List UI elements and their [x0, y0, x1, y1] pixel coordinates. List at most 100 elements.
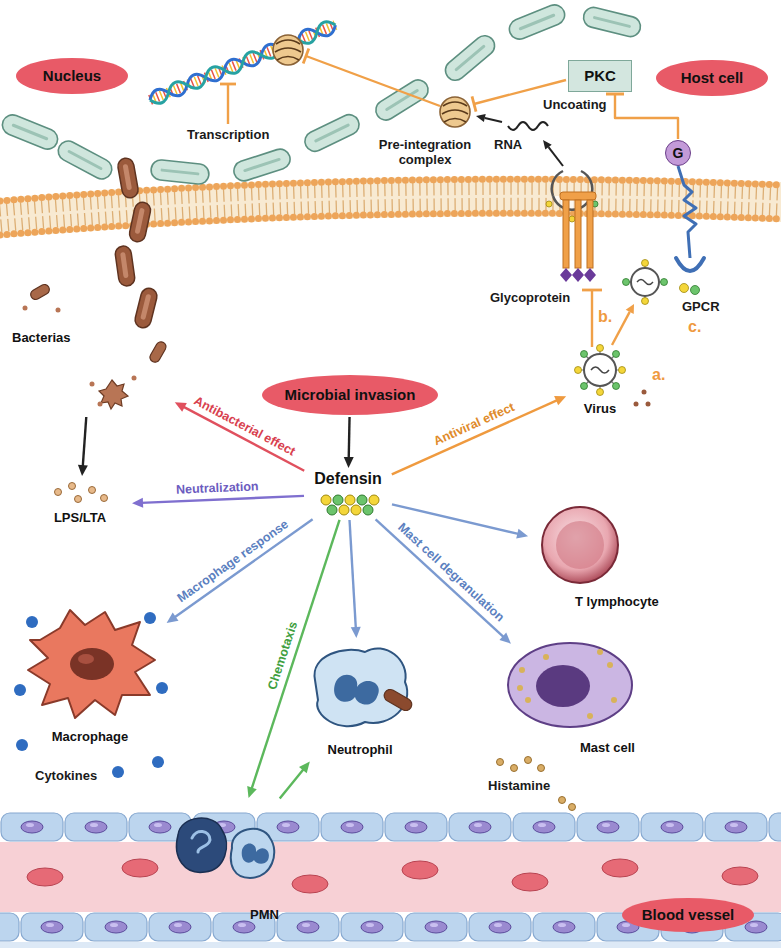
- connector: [350, 520, 361, 638]
- bacteria-figure: [23, 306, 28, 311]
- bacteria-figure: [117, 157, 140, 199]
- macrophage-icon: [28, 610, 155, 718]
- bacteria-figure: [133, 287, 158, 330]
- mast-cell-icon: [525, 757, 532, 764]
- inhibition-line: [472, 96, 476, 111]
- bacteria-figure: [135, 208, 145, 234]
- neutrophil-icon: [382, 687, 414, 712]
- mast-cell-figure: Mast cell: [490, 645, 660, 760]
- virus-icon: [581, 383, 588, 390]
- pmn-icon: [231, 829, 274, 878]
- figure-label: Histamine: [488, 779, 550, 794]
- entering-virus: [612, 312, 630, 345]
- cell-membrane: [0, 176, 781, 238]
- mast-cell-icon: [607, 662, 613, 668]
- figure-label: GPCR: [682, 300, 720, 315]
- t-cell-icon: [556, 521, 604, 569]
- nuclear-envelope: [506, 2, 567, 42]
- macrophage-figure: Macrophage: [15, 605, 165, 750]
- glycoprotein-receptor: [560, 192, 596, 282]
- macrophage-icon: [152, 756, 164, 768]
- neutrophil-icon: [382, 687, 414, 712]
- nuclear-envelope: [441, 32, 498, 85]
- nucleosome: [273, 35, 303, 65]
- virus-icon: [646, 402, 651, 407]
- macrophage-icon: [112, 766, 124, 778]
- figure-label: Glycoprotein: [490, 291, 570, 306]
- blood-vessel: [122, 859, 158, 877]
- lps-dots: [55, 483, 108, 503]
- connector: [392, 396, 566, 474]
- connector: [78, 417, 88, 476]
- arrow-head: [554, 396, 566, 405]
- node-text: Host cell: [681, 69, 744, 86]
- connector: [132, 496, 304, 508]
- nuclear-envelope: [316, 125, 348, 141]
- mast-cell-icon: [536, 665, 590, 707]
- connector: [606, 94, 678, 139]
- virus-icon: [584, 354, 616, 386]
- nuclear-envelope: [520, 15, 553, 28]
- mast-cell-icon: [525, 697, 531, 703]
- arrow-head: [516, 529, 528, 539]
- blood-vessel: [0, 812, 781, 948]
- connector: [167, 519, 313, 623]
- region-oval: Nucleus: [16, 58, 128, 94]
- nuclear-envelope: [150, 159, 210, 185]
- nucleosome: [273, 35, 303, 65]
- nuclear-envelope: [302, 111, 363, 154]
- virus-icon: [584, 354, 616, 386]
- mast-cell-icon: [559, 797, 566, 804]
- arrow-head: [247, 786, 257, 798]
- entering-virus: [631, 268, 659, 296]
- bacteria-figure: [117, 157, 140, 199]
- entering-virus: [642, 260, 649, 267]
- lps-dots: [89, 487, 96, 494]
- bacteria-figure: [120, 252, 129, 278]
- node-text: Nucleus: [43, 67, 101, 84]
- virus-icon: [581, 351, 588, 358]
- virus-icon: [584, 354, 616, 386]
- node-text: Defensin: [314, 470, 382, 488]
- entering-virus: [642, 298, 649, 305]
- lps-group: LPS/LTA: [30, 478, 130, 533]
- pre-integration-complex: [440, 97, 470, 127]
- nuclear-envelope: [150, 159, 210, 185]
- arrow-head: [344, 457, 354, 468]
- virus-icon: [613, 383, 620, 390]
- mast-cell-icon: [543, 654, 549, 660]
- pmn-icon: [242, 843, 269, 863]
- virus-icon: [642, 390, 647, 395]
- lps-dots: [101, 495, 108, 502]
- neutrophil-icon: [315, 648, 414, 726]
- inhibition-line: [303, 49, 309, 64]
- inhibition-line: [220, 49, 602, 348]
- edge-label: Neutralization: [176, 480, 259, 497]
- virus-icon: [575, 345, 651, 407]
- pre-integration-complex: [440, 97, 470, 127]
- bacteria-figure: [29, 283, 51, 302]
- event-oval: Microbial invasion: [262, 375, 438, 415]
- entering-virus: [612, 260, 668, 346]
- virus-icon: [634, 402, 639, 407]
- cell-membrane: [0, 213, 781, 235]
- uncoating-virus: [569, 216, 575, 222]
- macrophage-icon: [144, 612, 156, 624]
- blood-vessel: [27, 868, 63, 886]
- pmn-icon: [177, 818, 227, 872]
- macrophage-icon: [16, 739, 28, 751]
- node-text: T lymphocyte: [575, 595, 659, 610]
- arrow-head: [167, 613, 179, 623]
- node-text: Blood vessel: [642, 906, 735, 923]
- nuclear-envelope: [581, 5, 642, 38]
- virus-icon: [597, 389, 604, 396]
- nuclear-envelope: [55, 138, 116, 183]
- mast-cell-icon: [587, 713, 593, 719]
- virus-icon: [619, 367, 626, 374]
- virus-icon: [591, 367, 609, 373]
- lps-dots: [69, 483, 76, 490]
- blood-vessel: [292, 875, 328, 893]
- connector-line: [392, 400, 558, 474]
- arrow-head: [175, 402, 187, 412]
- defensin-dots: [345, 495, 355, 505]
